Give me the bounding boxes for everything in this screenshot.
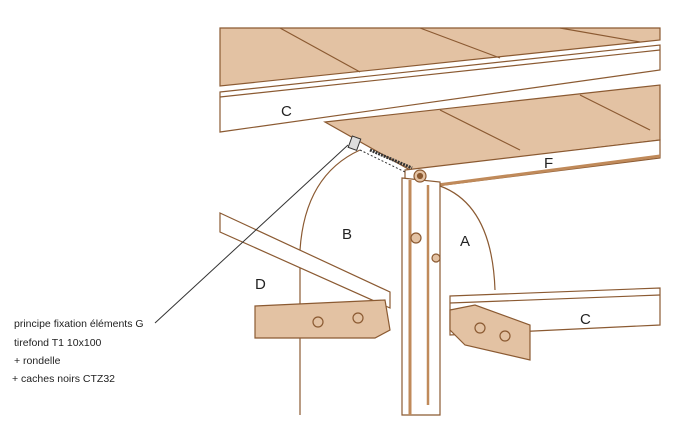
note-line: principe fixation éléments G [14, 318, 144, 330]
arch-b [299, 149, 361, 415]
beam-d [219, 212, 391, 309]
label-b: B [342, 226, 352, 243]
note-line: tirefond T1 10x100 [14, 337, 102, 349]
upper-roof-panel [219, 27, 661, 87]
note-line: + caches noirs CTZ32 [12, 373, 116, 385]
arch-a [439, 185, 496, 291]
label-f: F [544, 155, 553, 172]
leader-line [154, 144, 349, 324]
beam-c-right-block [449, 304, 531, 361]
note-line: + rondelle [14, 355, 61, 367]
label-c-top: C [281, 103, 292, 120]
label-d: D [255, 276, 266, 293]
label-c-right: C [580, 311, 591, 328]
lag-screw-detail [347, 135, 413, 173]
post-a [401, 177, 441, 416]
beam-c-top [219, 44, 661, 133]
label-a: A [460, 233, 470, 250]
